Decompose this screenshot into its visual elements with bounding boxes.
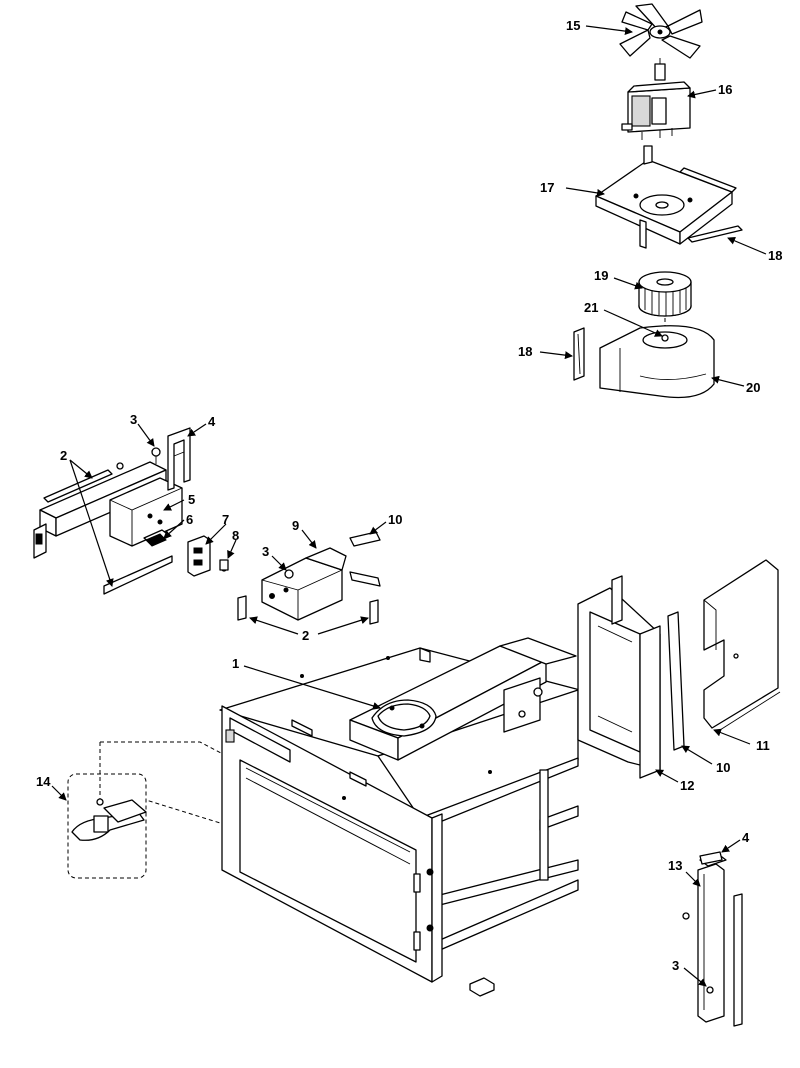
callout-9: 9 — [292, 518, 299, 533]
callout-2-center: 2 — [302, 628, 309, 643]
callout-15: 15 — [566, 18, 580, 33]
blower-housing-part — [599, 325, 715, 399]
callout-13: 13 — [668, 858, 682, 873]
callout-4-left: 4 — [208, 414, 216, 429]
door-latch-part — [67, 741, 311, 879]
callout-10-top: 10 — [388, 512, 402, 527]
callout-2-left: 2 — [60, 448, 67, 463]
callout-18-left: 18 — [518, 344, 532, 359]
callout-1: 1 — [232, 656, 239, 671]
motor-mount-plate-part — [595, 145, 737, 249]
callout-18-top: 18 — [768, 248, 782, 263]
callout-14: 14 — [36, 774, 51, 789]
gasket-bracket-part — [573, 327, 585, 381]
blower-wheel-part — [638, 271, 692, 338]
fan-motor-part — [621, 58, 691, 140]
callout-6: 6 — [186, 512, 193, 527]
gasket-strip-part — [687, 225, 743, 243]
callout-19: 19 — [594, 268, 608, 283]
callout-11: 11 — [756, 738, 770, 753]
vertical-strip-part — [667, 611, 685, 751]
callout-3-center: 3 — [262, 544, 269, 559]
callout-4-right: 4 — [742, 830, 750, 845]
callout-17: 17 — [540, 180, 554, 195]
callout-labels: 15 16 17 18 19 21 18 20 3 4 2 5 6 7 8 9 … — [36, 18, 782, 973]
leader-lines — [51, 25, 767, 987]
oven-cabinet-frame — [219, 637, 581, 997]
callout-20: 20 — [746, 380, 760, 395]
callout-8: 8 — [232, 528, 239, 543]
switch-bracket-part — [187, 535, 229, 577]
fan-blade-part — [619, 3, 703, 59]
callout-3-left: 3 — [130, 412, 137, 427]
side-frame-panel-part — [577, 575, 661, 779]
back-cover-panel-part — [703, 559, 781, 731]
callout-12: 12 — [680, 778, 694, 793]
left-upper-assembly — [33, 427, 191, 595]
callout-21: 21 — [584, 300, 598, 315]
center-bracket-assembly — [237, 531, 381, 625]
callout-3-right: 3 — [672, 958, 679, 973]
callout-16: 16 — [718, 82, 732, 97]
callout-5: 5 — [188, 492, 195, 507]
callout-7: 7 — [222, 512, 229, 527]
callout-10-right: 10 — [716, 760, 730, 775]
